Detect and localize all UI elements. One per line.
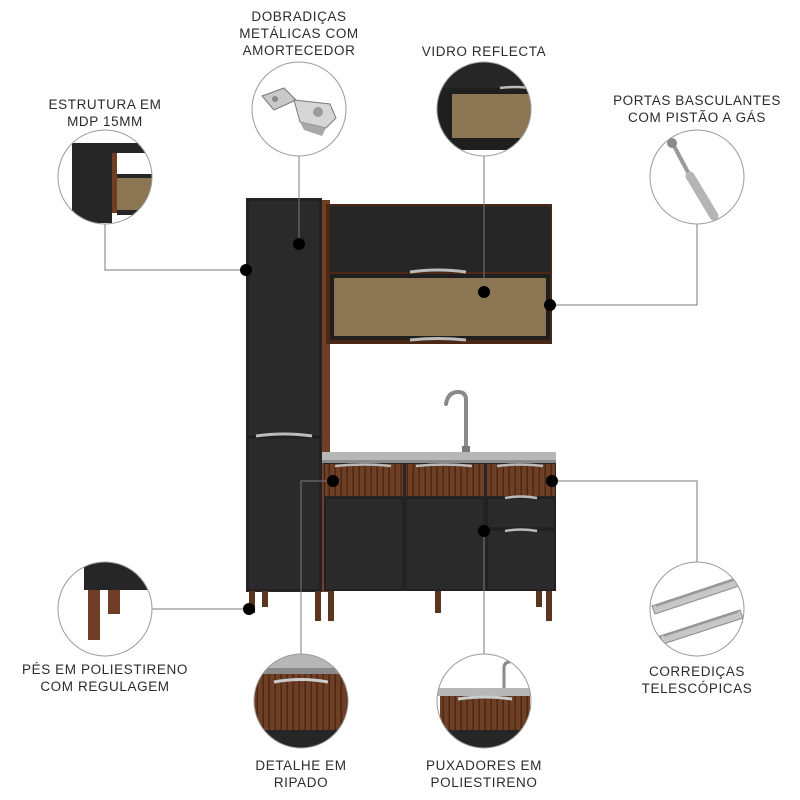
label-portas: PORTAS BASCULANTES COM PISTÃO A GÁS (613, 93, 781, 125)
kitchen-cabinet-illustration (246, 198, 556, 621)
leader-lines (104, 156, 698, 654)
label-pes: PÉS EM POLIESTIRENO COM REGULAGEM (22, 662, 188, 694)
slatted-drawer-3 (487, 464, 555, 496)
label-vidro: VIDRO REFLECTA (421, 44, 547, 59)
wall-cabinet-upper-handle (409, 268, 467, 274)
label-dobradicas: DOBRADIÇAS METÁLICAS COM AMORTECEDOR (239, 9, 359, 58)
tall-cabinet-lower-door (247, 437, 321, 591)
base-drawer-2 (486, 529, 556, 591)
label-corredicas: CORREDIÇAS TELESCÓPICAS (641, 664, 753, 696)
slatted-drawer-2 (406, 464, 484, 496)
base-drawer-1 (486, 497, 556, 529)
gas-piston-icon (649, 129, 745, 225)
base-left-door (324, 497, 404, 591)
glass-door-detail (436, 61, 532, 157)
label-estrutura: ESTRUTURA EM MDP 15MM (48, 97, 162, 129)
base-middle-door (405, 497, 485, 591)
slatted-drawer-detail (253, 653, 349, 749)
faucet-icon (444, 389, 468, 454)
label-puxadores: PUXADORES EM POLIESTIRENO (426, 758, 542, 790)
hinge-icon (251, 61, 347, 157)
label-ripado: DETALHE EM RIPADO (255, 758, 347, 790)
telescopic-slide-icon (649, 561, 745, 657)
cabinet-feet (249, 591, 552, 621)
callout-dots (240, 238, 558, 615)
handle-detail (436, 653, 532, 749)
mdp-board-detail (57, 129, 153, 225)
tall-cabinet-upper-door (247, 199, 321, 437)
countertop (322, 452, 556, 462)
wall-cabinet-lower-handle (409, 337, 467, 342)
leveling-foot-detail (57, 561, 153, 657)
tall-cabinet-handle (255, 432, 313, 438)
wall-cabinet-upper-door (330, 206, 550, 272)
glass-panel (334, 278, 546, 336)
